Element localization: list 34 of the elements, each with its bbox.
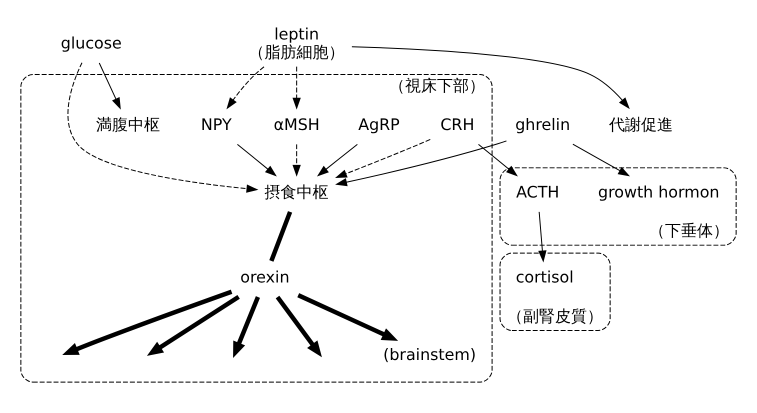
node-text: growth hormon bbox=[598, 182, 720, 202]
node-text: 代謝促進 bbox=[608, 114, 673, 134]
arrow bbox=[335, 138, 431, 178]
node-text: AgRP bbox=[358, 114, 400, 134]
arrow bbox=[538, 211, 547, 262]
node-text: 摂食中枢 bbox=[264, 182, 329, 202]
arrow bbox=[292, 144, 301, 177]
node-text: CRH bbox=[440, 114, 474, 134]
connector bbox=[269, 211, 292, 262]
node-text: ghrelin bbox=[515, 114, 570, 134]
arrow bbox=[276, 296, 322, 358]
node-text: leptin （脂肪細胞） bbox=[248, 24, 345, 62]
arrow bbox=[226, 66, 264, 110]
node-text: ACTH bbox=[516, 182, 560, 202]
arrow bbox=[572, 144, 630, 176]
arrow bbox=[62, 290, 232, 356]
arrow bbox=[68, 62, 258, 193]
arrow bbox=[233, 296, 260, 358]
arrow bbox=[297, 293, 398, 341]
node-text: αMSH bbox=[274, 114, 320, 134]
arrow bbox=[236, 144, 277, 176]
node-text: orexin bbox=[240, 268, 290, 287]
arrow bbox=[98, 62, 121, 110]
arrow bbox=[351, 46, 630, 110]
arrow bbox=[335, 140, 507, 186]
node-text: (brainstem) bbox=[383, 345, 476, 364]
arrow bbox=[478, 144, 518, 176]
node-text: 満腹中枢 bbox=[96, 114, 160, 134]
arrow bbox=[146, 294, 240, 356]
arrow bbox=[292, 66, 301, 110]
arrow bbox=[316, 144, 358, 176]
node-text: glucose bbox=[60, 34, 122, 53]
node-text: cortisol bbox=[516, 268, 574, 287]
node-text: NPY bbox=[200, 114, 232, 134]
